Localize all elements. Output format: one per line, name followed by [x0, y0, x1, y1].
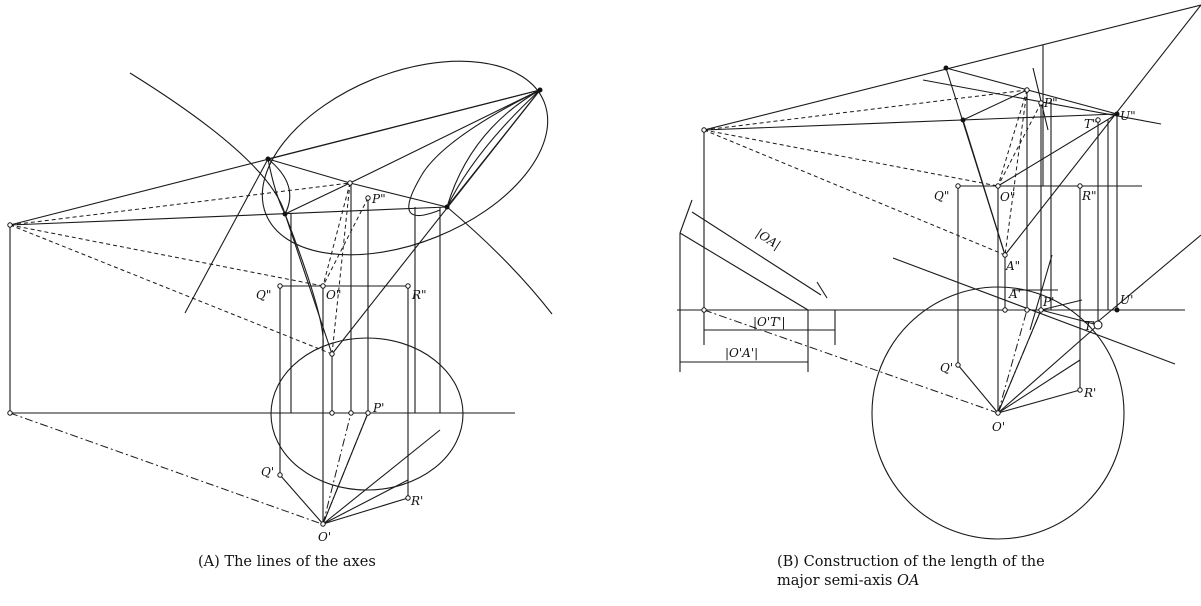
- label-q2: Q": [934, 189, 949, 203]
- label-q1: Q': [261, 465, 274, 479]
- caption-b-math: OA: [896, 573, 920, 589]
- caption-a: (A) The lines of the axes: [198, 553, 376, 572]
- panel-b-drawing: P" U" T" Q" O" R" A" A' P' U' T' Q' R' O…: [677, 4, 1201, 540]
- label-r1: R': [410, 494, 423, 508]
- caption-b-line1: Construction of the length of the: [803, 554, 1045, 570]
- label-r2: R": [411, 288, 427, 302]
- label-u1: U': [1120, 293, 1133, 307]
- upper-ellipse: [261, 60, 549, 256]
- label-a1: A': [1008, 287, 1021, 301]
- label-p2: P": [371, 192, 386, 206]
- label-p1: P': [372, 401, 384, 415]
- caption-b: (B) Construction of the length of the ma…: [777, 553, 1045, 591]
- panel-a-drawing: P" Q" O" R" P' Q' R' O': [7, 60, 553, 544]
- label-ot-length: |O'T'|: [753, 315, 786, 329]
- label-o1: O': [318, 530, 331, 544]
- label-u2: U": [1120, 109, 1136, 123]
- label-p2: P": [1043, 96, 1058, 110]
- caption-b-tag: (B): [777, 554, 799, 570]
- caption-a-tag: (A): [198, 554, 220, 570]
- label-r1: R': [1083, 386, 1096, 400]
- right-curve-lower: [446, 206, 553, 315]
- label-o2: O": [1000, 190, 1015, 204]
- label-t2: T": [1084, 117, 1098, 131]
- label-o1: O': [992, 420, 1005, 434]
- label-p1: P': [1042, 295, 1054, 309]
- label-oa1-length: |O'A'|: [725, 346, 758, 360]
- label-q2: Q": [256, 288, 271, 302]
- left-curve: [129, 72, 324, 351]
- label-r2: R": [1081, 189, 1097, 203]
- lower-ellipse: [270, 337, 464, 491]
- caption-a-text: The lines of the axes: [224, 554, 376, 570]
- caption-b-line2: major semi-axis: [777, 573, 893, 589]
- label-t1: T': [1084, 319, 1095, 333]
- label-oa-length: |OA|: [753, 226, 783, 252]
- label-a2: A": [1005, 259, 1020, 273]
- label-q1: Q': [940, 361, 953, 375]
- label-o2: O": [326, 288, 341, 302]
